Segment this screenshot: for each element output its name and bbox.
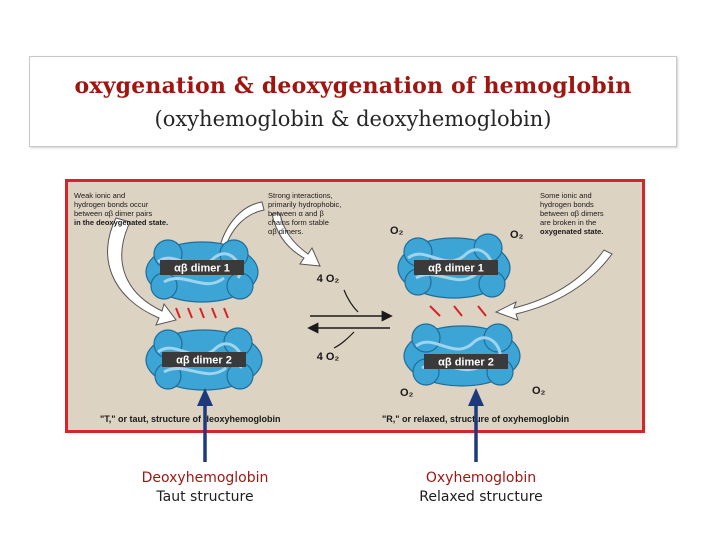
dimer2-label-box-right: [424, 354, 508, 369]
t-state-dimer2: [145, 327, 263, 391]
dimer1-label-right: αβ dimer 1: [428, 263, 484, 275]
title-box: oxygenation & deoxygenation of hemoglobi…: [29, 56, 677, 147]
dimer1-label-left: αβ dimer 1: [174, 263, 230, 275]
dimer1-label-box-left: [160, 260, 244, 275]
o2-forward-label: 4 O₂: [317, 273, 340, 285]
note-strong-line1: Strong interactions,: [268, 191, 333, 200]
caption-t-structure: "T," or taut, structure of deoxyhemoglob…: [100, 414, 281, 424]
dimer2-label-left: αβ dimer 2: [176, 355, 232, 367]
curved-arrow-left: [107, 217, 177, 326]
pointer-arrow-left: [197, 388, 213, 462]
right-caption-line2: Relaxed structure: [419, 489, 543, 505]
forward-bend-arrow: [343, 289, 359, 313]
reverse-bend-arrow: [333, 331, 355, 349]
note-strong-line3: between α and β: [268, 209, 324, 218]
note-weak-right-line1: Some ionic and: [540, 191, 592, 200]
dimer2-label-right: αβ dimer 2: [438, 357, 494, 369]
note-strong-line4: chains form stable: [268, 218, 329, 227]
o2-label-r-bottomright: O₂: [532, 385, 546, 397]
note-strong: Strong interactions, primarily hydrophob…: [268, 191, 341, 236]
o2-reverse-label: 4 O₂: [317, 351, 340, 363]
curved-arrow-right: [494, 249, 613, 321]
note-weak-right-line5: oxygenated state.: [540, 227, 603, 236]
note-weak-left-line3: between αβ dimer pairs: [74, 209, 153, 218]
page-subtitle: (oxyhemoglobin & deoxyhemoglobin): [154, 107, 552, 131]
bond-lines-right: [429, 305, 487, 317]
note-weak-left-line4: in the deoxygenated state.: [74, 218, 168, 227]
dimer1-label-box-right: [414, 260, 498, 275]
note-strong-line2: primarily hydrophobic,: [268, 200, 341, 209]
note-strong-line5: αβ dimers.: [268, 227, 303, 236]
o2-label-r-bottomleft: O₂: [400, 387, 414, 399]
pointer-arrow-right: [468, 388, 484, 462]
note-weak-right: Some ionic and hydrogen bonds between αβ…: [540, 191, 604, 236]
left-caption-line1: Deoxyhemoglobin: [141, 470, 269, 486]
left-caption-line2: Taut structure: [156, 489, 254, 505]
right-caption-line1: Oxyhemoglobin: [425, 470, 537, 486]
note-weak-left-line1: Weak ionic and: [74, 191, 125, 200]
note-weak-right-line3: between αβ dimers: [540, 209, 604, 218]
t-state-dimer1: [145, 239, 259, 303]
dimer2-label-box-left: [162, 352, 246, 367]
o2-label-r-topright: O₂: [510, 229, 524, 241]
page-title: oxygenation & deoxygenation of hemoglobi…: [74, 73, 632, 99]
note-weak-right-line2: hydrogen bonds: [540, 200, 594, 209]
left-caption: Deoxyhemoglobin Taut structure: [110, 469, 300, 507]
o2-label-r-topleft: O₂: [390, 225, 404, 237]
note-weak-left: Weak ionic and hydrogen bonds occur betw…: [74, 191, 168, 227]
bond-lines-left: [175, 307, 229, 319]
curved-arrow-top-center: [271, 213, 321, 267]
note-weak-right-line4: are broken in the: [540, 218, 596, 227]
note-weak-left-line2: hydrogen bonds occur: [74, 200, 149, 209]
right-caption: Oxyhemoglobin Relaxed structure: [386, 469, 576, 507]
